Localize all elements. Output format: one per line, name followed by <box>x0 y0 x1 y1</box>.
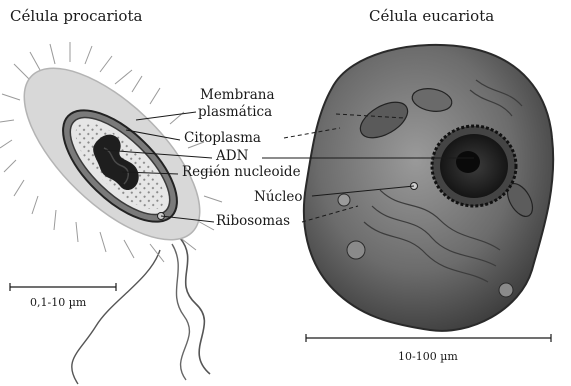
label-ribosomes: Ribosomas <box>216 215 290 229</box>
vesicle <box>338 194 350 206</box>
prokaryote-title: Célula procariota <box>10 9 142 24</box>
eukaryote-scale-label: 10-100 µm <box>398 351 458 362</box>
label-nucleus: Núcleo <box>254 191 303 205</box>
prokaryote-cell <box>0 40 227 384</box>
flagellum <box>72 250 160 384</box>
label-dna: ADN <box>216 150 248 164</box>
label-membrane-line1: Membrana <box>200 89 275 103</box>
flagellum <box>180 238 210 374</box>
label-cytoplasm: Citoplasma <box>184 132 261 146</box>
eukaryote-title: Célula eucariota <box>369 9 494 24</box>
eukaryote-cell <box>304 45 553 331</box>
label-nucleoid: Región nucleoide <box>182 166 301 180</box>
prokaryote-scale-label: 0,1-10 µm <box>30 297 86 308</box>
vesicle <box>347 241 365 259</box>
nucleolus <box>456 151 480 173</box>
vesicle <box>499 283 513 297</box>
label-membrane-line2: plasmática <box>198 106 272 120</box>
